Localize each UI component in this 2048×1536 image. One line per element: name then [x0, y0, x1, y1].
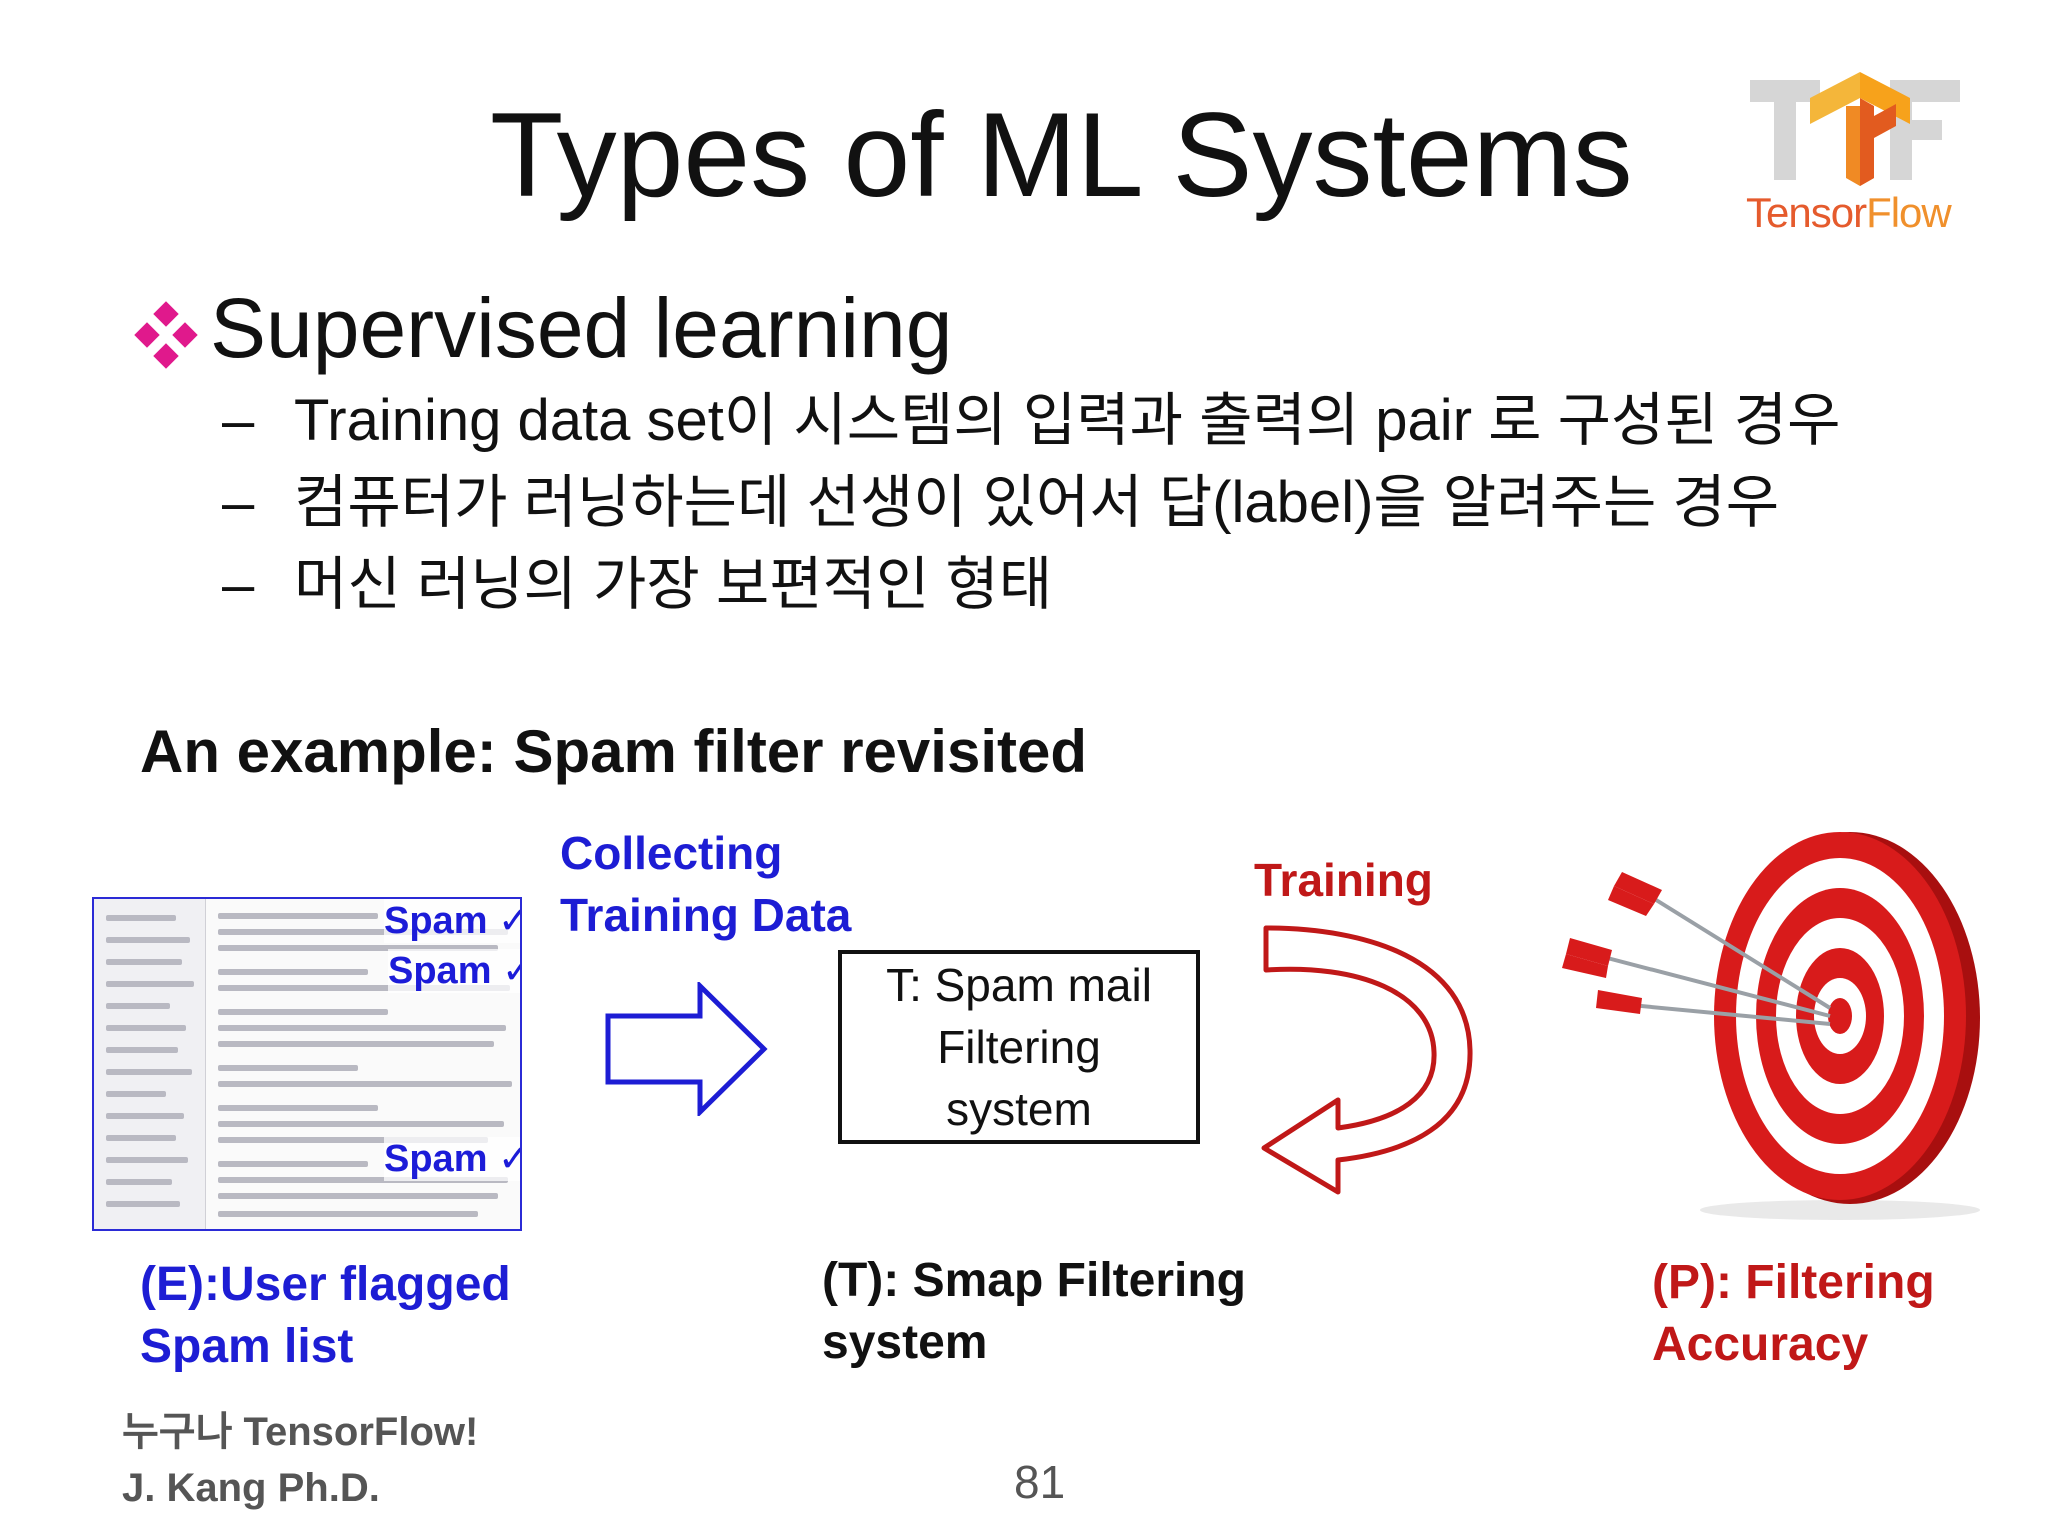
caption-e-line-1: (E):User flagged [140, 1258, 511, 1311]
system-box-line-2: Filtering [937, 1021, 1101, 1073]
wordmark-flow: Flow [1866, 189, 1952, 236]
bullet-list: – Training data set이 시스템의 입력과 출력의 pair 로… [222, 380, 1902, 626]
dash-marker: – [222, 388, 255, 453]
footer-credit: 누구나 TensorFlow! J. Kang Ph.D. [122, 1404, 478, 1516]
slide-title: Types of ML Systems [490, 88, 1633, 222]
email-list-screenshot: Spam ✓ Spam ✓ Spam ✓ [92, 897, 522, 1231]
system-box-line-1: T: Spam mail [886, 959, 1152, 1011]
caption-t-line-2: system [822, 1316, 988, 1369]
spam-flag-tag: Spam ✓ [384, 899, 520, 943]
bullet-text: Training data set이 시스템의 입력과 출력의 pair 로 구… [294, 388, 1841, 453]
collecting-line-1: Collecting [560, 827, 783, 879]
section-heading-text: Supervised learning [210, 281, 953, 375]
caption-e-line-2: Spam list [140, 1320, 354, 1373]
spam-flag-tag: Spam ✓ [388, 949, 520, 993]
bullet-text: 머신 러닝의 가장 보편적인 형태 [294, 552, 1053, 617]
dash-marker: – [222, 552, 255, 617]
caption-t-line-1: (T): Smap Filtering [822, 1254, 1246, 1307]
training-label: Training [1254, 854, 1433, 906]
spam-filter-system-box: T: Spam mail Filtering system [838, 950, 1200, 1144]
spam-flag-tag: Spam ✓ [384, 1137, 520, 1181]
collecting-line-2: Training Data [560, 889, 852, 941]
tensorflow-wordmark: TensorFlow [1746, 188, 1952, 238]
bullet-item: – Training data set이 시스템의 입력과 출력의 pair 로… [222, 380, 1902, 462]
bullet-item: – 컴퓨터가 러닝하는데 선생이 있어서 답(label)을 알려주는 경우 [222, 462, 1902, 544]
caption-task: (T): Smap Filtering system [822, 1250, 1246, 1374]
section-heading: Supervised learning [130, 278, 952, 378]
footer-line-2: J. Kang Ph.D. [122, 1466, 380, 1510]
page-number: 81 [1014, 1456, 1066, 1508]
footer-line-1: 누구나 TensorFlow! [122, 1410, 479, 1454]
collecting-label: Collecting Training Data [560, 822, 890, 946]
caption-p-line-1: (P): Filtering [1652, 1256, 1935, 1309]
target-icon [1562, 832, 1980, 1220]
caption-experience: (E):User flagged Spam list [140, 1254, 511, 1378]
right-arrow-icon [605, 982, 768, 1116]
wordmark-tensor: Tensor [1746, 189, 1867, 236]
bullet-item: – 머신 러닝의 가장 보편적인 형태 [222, 544, 1902, 626]
tensorflow-logo: TensorFlow [1740, 60, 1980, 250]
email-sidebar [94, 899, 206, 1229]
bullet-text: 컴퓨터가 러닝하는데 선생이 있어서 답(label)을 알려주는 경우 [294, 470, 1780, 535]
caption-performance: (P): Filtering Accuracy [1652, 1252, 1935, 1376]
curved-return-arrow-icon [1261, 925, 1473, 1195]
caption-p-line-2: Accuracy [1652, 1318, 1869, 1371]
system-box-line-3: system [946, 1083, 1092, 1135]
dash-marker: – [222, 470, 255, 535]
example-heading: An example: Spam filter revisited [140, 718, 1087, 785]
tensorflow-logo-icon [1750, 72, 1960, 186]
diamond-bullet-icon [130, 292, 202, 369]
